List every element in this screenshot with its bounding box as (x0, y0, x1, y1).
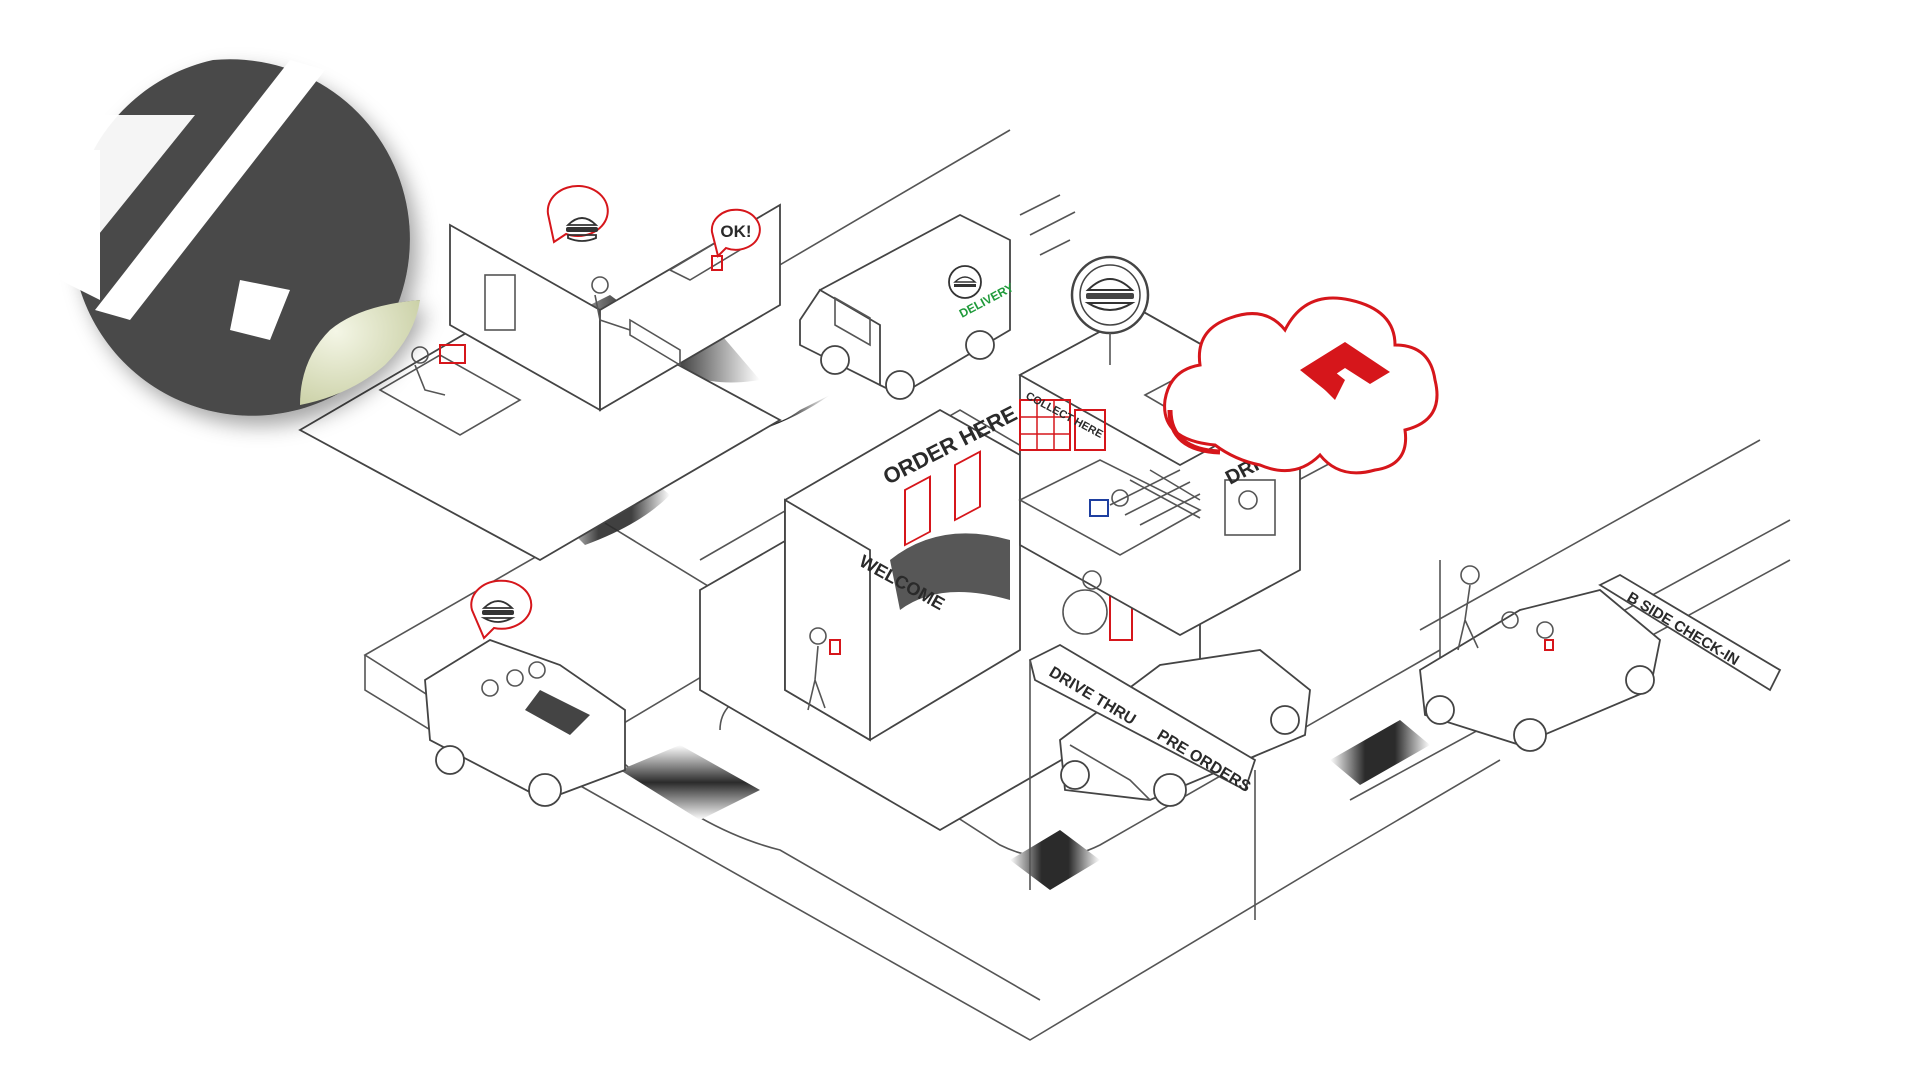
cloud-logo-icon (1300, 342, 1390, 400)
burger-icon (480, 600, 516, 623)
collect-lockers (1019, 399, 1106, 451)
delivery-van: DELIVERY (799, 194, 1076, 400)
ok-text: OK! (720, 222, 751, 241)
burger-icon (953, 276, 977, 287)
ok-bubble: OK! (710, 208, 761, 258)
corner-logo-icon (50, 60, 420, 405)
home-room (298, 203, 782, 562)
convertible-curbside (1419, 565, 1661, 752)
car-left (424, 639, 626, 807)
burger-bubble-home (546, 185, 609, 244)
burger-icon (1084, 278, 1136, 311)
burger-icon (565, 217, 599, 242)
burger-bubble-car (470, 579, 533, 640)
cloud-logo (1163, 296, 1439, 475)
